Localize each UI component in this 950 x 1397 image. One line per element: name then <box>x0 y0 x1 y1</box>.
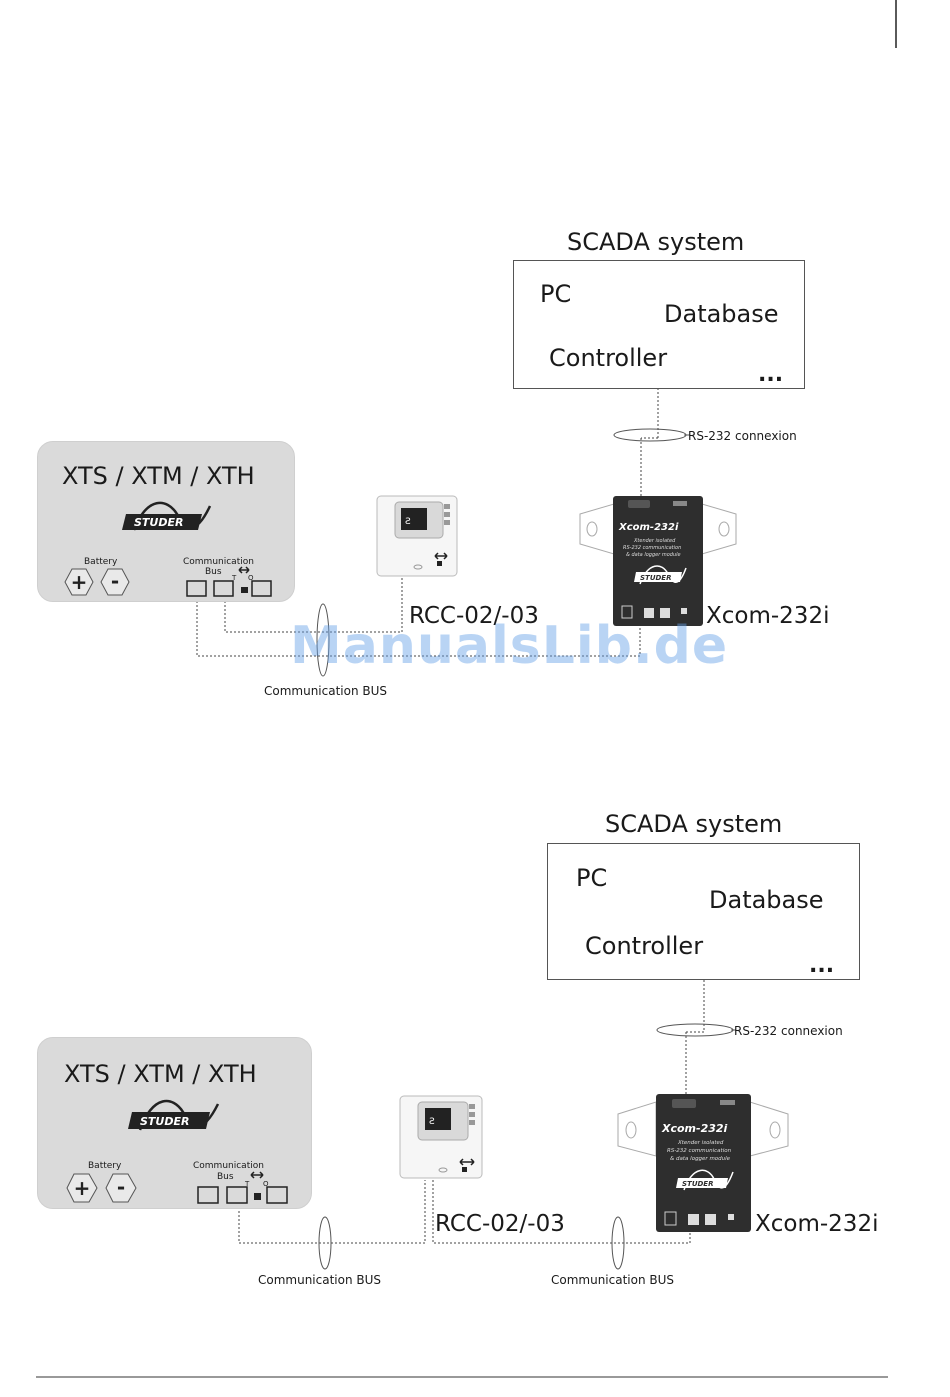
svg-text:+: + <box>74 1176 91 1200</box>
svg-text:Ƨ: Ƨ <box>405 517 411 527</box>
svg-text:T: T <box>244 1180 250 1188</box>
svg-text:Ƨ: Ƨ <box>429 1117 435 1127</box>
bus-cable-ellipse-bottom-1 <box>318 1216 332 1270</box>
battery-label: Battery <box>84 557 118 567</box>
xcom-label: Xcom-232i <box>706 603 830 629</box>
svg-text:+: + <box>71 570 88 594</box>
inverter-title-bottom: XTS / XTM / XTH <box>64 1060 257 1088</box>
termination-switch-bottom <box>254 1193 261 1200</box>
comm-port-2 <box>213 580 234 597</box>
bus-line-top-1 <box>196 597 641 657</box>
comm-port-2-bottom <box>226 1186 248 1204</box>
svg-text:Xcom-232i: Xcom-232i <box>661 1122 728 1135</box>
studer-logo-bottom: STUDER <box>128 1099 220 1131</box>
svg-text:STUDER: STUDER <box>140 1115 189 1128</box>
svg-text:Xcom-232i: Xcom-232i <box>618 522 679 533</box>
bus-label-bottom-1: Communication BUS <box>258 1273 382 1287</box>
comm-bus-label-1: Communication <box>183 557 254 567</box>
svg-text:O: O <box>263 1180 269 1188</box>
scada-title-bottom: SCADA system <box>605 810 783 838</box>
scada-title: SCADA system <box>567 228 745 256</box>
svg-text:T: T <box>231 574 237 582</box>
battery-minus-terminal <box>100 568 130 596</box>
studer-logo: STUDER <box>122 501 212 531</box>
svg-text:Xtender isolated: Xtender isolated <box>677 1140 724 1146</box>
rs232-cable-ellipse-top <box>613 428 687 442</box>
scada-box <box>513 260 805 389</box>
scada-box-bottom <box>547 843 860 980</box>
scada-database-bottom: Database <box>709 886 824 914</box>
svg-text:-: - <box>117 1175 125 1199</box>
svg-text:STUDER: STUDER <box>134 516 183 529</box>
battery-label-bottom: Battery <box>88 1161 122 1171</box>
rcc-device: Ƨ <box>376 495 458 577</box>
battery-minus-terminal-bottom <box>105 1173 137 1203</box>
battery-terminals-bottom: + - <box>66 1173 137 1203</box>
scada-pc-bottom: PC <box>576 864 608 892</box>
rcc-label-bottom: RCC-02/-03 <box>435 1211 565 1237</box>
scada-controller: Controller <box>549 344 668 372</box>
svg-text:& data logger module: & data logger module <box>670 1156 731 1162</box>
rcc-label: RCC-02/-03 <box>409 603 539 629</box>
svg-text:-: - <box>111 569 119 593</box>
rcc-device-bottom: Ƨ <box>399 1095 483 1179</box>
bus-label-bottom-2: Communication BUS <box>551 1273 675 1287</box>
svg-text:& data logger module: & data logger module <box>626 552 681 558</box>
comm-bus-ports: T O <box>186 566 272 597</box>
svg-text:RS-232 communication: RS-232 communication <box>667 1148 732 1154</box>
svg-text:Xtender isolated: Xtender isolated <box>633 538 676 544</box>
comm-bus-label-1-bottom: Communication <box>193 1161 264 1171</box>
scada-more-bottom: ... <box>809 953 835 978</box>
battery-plus-terminal-bottom <box>66 1173 98 1203</box>
comm-port-3 <box>251 580 272 597</box>
bus-cable-ellipse-top <box>316 603 330 677</box>
svg-text:O: O <box>248 574 254 582</box>
xcom-device-bottom: Xcom-232i Xtender isolated RS-232 commun… <box>617 1094 789 1232</box>
comm-port-1-bottom <box>197 1186 219 1204</box>
svg-text:RS-232 communication: RS-232 communication <box>623 545 681 551</box>
rs232-label-bottom: RS-232 connexion <box>734 1024 843 1038</box>
termination-switch <box>241 587 248 593</box>
comm-bus-ports-bottom: T O <box>197 1171 288 1204</box>
battery-terminals: + - <box>64 568 130 596</box>
scada-controller-bottom: Controller <box>585 932 704 960</box>
comm-bus-label-2: Bus <box>205 567 222 577</box>
inverter-title: XTS / XTM / XTH <box>62 462 255 490</box>
rs232-label: RS-232 connexion <box>688 429 797 443</box>
svg-text:STUDER: STUDER <box>682 1180 713 1188</box>
rs232-cable-ellipse-bottom <box>656 1023 734 1037</box>
comm-port-1 <box>186 580 207 597</box>
bus-label: Communication BUS <box>264 684 388 698</box>
bus-line-bottom-1 <box>238 1180 426 1244</box>
bus-line-bottom-2 <box>432 1180 691 1244</box>
xcom-label-bottom: Xcom-232i <box>755 1211 879 1237</box>
comm-port-3-bottom <box>266 1186 288 1204</box>
bus-line-top-2 <box>224 578 403 633</box>
bus-cable-ellipse-bottom-2 <box>611 1216 625 1270</box>
scada-pc: PC <box>540 280 572 308</box>
scada-database: Database <box>664 300 779 328</box>
watermark: ManualsLib.de <box>290 616 729 676</box>
scada-more: ... <box>758 362 784 387</box>
svg-text:STUDER: STUDER <box>640 574 671 582</box>
battery-plus-terminal <box>64 568 94 596</box>
xcom-device: Xcom-232i Xtender isolated RS-232 commun… <box>579 496 737 626</box>
comm-bus-label-2-bottom: Bus <box>217 1172 234 1182</box>
